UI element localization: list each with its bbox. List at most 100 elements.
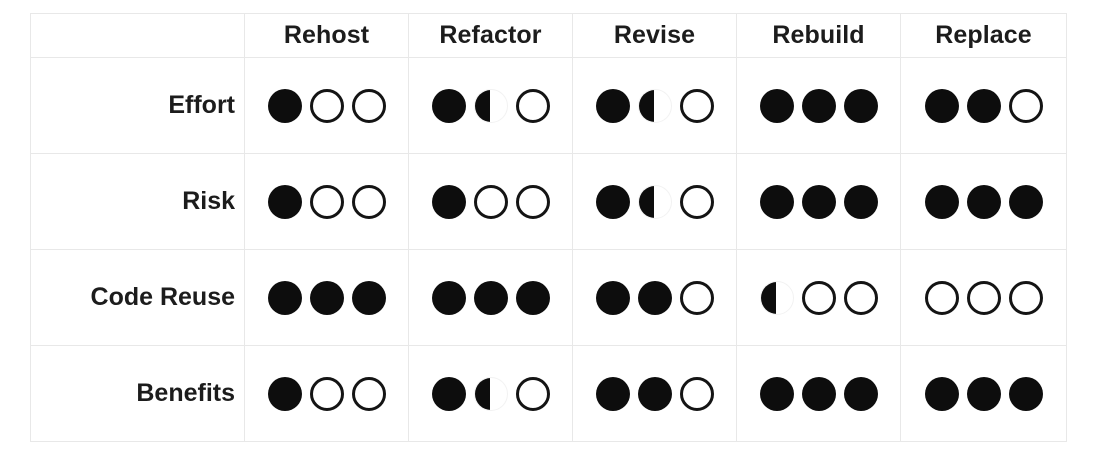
empty-circle-icon — [473, 184, 508, 219]
full-circle-icon — [595, 376, 630, 411]
column-header-refactor: Refactor — [408, 13, 573, 58]
full-circle-icon — [267, 184, 302, 219]
full-circle-icon — [966, 376, 1001, 411]
rating-group — [573, 346, 736, 441]
table-corner-cell — [30, 13, 245, 58]
full-circle-icon — [801, 184, 836, 219]
empty-circle-icon — [309, 376, 344, 411]
full-circle-icon — [267, 88, 302, 123]
column-header-replace: Replace — [900, 13, 1067, 58]
half-circle-icon — [637, 88, 672, 123]
rating-group — [901, 58, 1066, 153]
empty-circle-icon — [966, 280, 1001, 315]
full-circle-icon — [759, 376, 794, 411]
rating-group — [409, 58, 572, 153]
rating-group — [409, 154, 572, 249]
full-circle-icon — [267, 376, 302, 411]
empty-circle-icon — [351, 88, 386, 123]
cell-effort-rebuild — [736, 57, 901, 154]
full-circle-icon — [843, 88, 878, 123]
migration-strategy-table: Rehost Refactor Revise Rebuild Replace E… — [30, 13, 1067, 442]
table-row: Benefits — [30, 345, 1067, 442]
full-circle-icon — [431, 280, 466, 315]
row-label-effort: Effort — [30, 57, 245, 154]
half-circle-icon — [473, 376, 508, 411]
full-circle-icon — [1008, 376, 1043, 411]
table-header-row: Rehost Refactor Revise Rebuild Replace — [30, 13, 1067, 58]
rating-group — [573, 154, 736, 249]
cell-effort-replace — [900, 57, 1067, 154]
full-circle-icon — [1008, 184, 1043, 219]
full-circle-icon — [759, 184, 794, 219]
cell-risk-rebuild — [736, 153, 901, 250]
empty-circle-icon — [843, 280, 878, 315]
rating-group — [737, 346, 900, 441]
full-circle-icon — [595, 184, 630, 219]
rating-group — [245, 346, 408, 441]
cell-risk-refactor — [408, 153, 573, 250]
rating-group — [737, 154, 900, 249]
rating-group — [409, 250, 572, 345]
full-circle-icon — [515, 280, 550, 315]
full-circle-icon — [637, 280, 672, 315]
rating-group — [901, 346, 1066, 441]
full-circle-icon — [924, 88, 959, 123]
half-circle-icon — [473, 88, 508, 123]
table-row: Code Reuse — [30, 249, 1067, 346]
full-circle-icon — [431, 376, 466, 411]
full-circle-icon — [966, 184, 1001, 219]
empty-circle-icon — [801, 280, 836, 315]
cell-benefits-replace — [900, 345, 1067, 442]
full-circle-icon — [595, 88, 630, 123]
table-header: Rehost Refactor Revise Rebuild Replace — [30, 13, 1067, 58]
cell-effort-revise — [572, 57, 737, 154]
rating-group — [901, 250, 1066, 345]
row-label-benefits: Benefits — [30, 345, 245, 442]
cell-benefits-rebuild — [736, 345, 901, 442]
empty-circle-icon — [1008, 280, 1043, 315]
full-circle-icon — [843, 184, 878, 219]
half-circle-icon — [759, 280, 794, 315]
full-circle-icon — [759, 88, 794, 123]
empty-circle-icon — [515, 184, 550, 219]
empty-circle-icon — [351, 376, 386, 411]
table-row: Risk — [30, 153, 1067, 250]
row-label-code-reuse: Code Reuse — [30, 249, 245, 346]
table-row: Effort — [30, 57, 1067, 154]
full-circle-icon — [966, 88, 1001, 123]
rating-group — [573, 58, 736, 153]
cell-benefits-refactor — [408, 345, 573, 442]
cell-code-reuse-rebuild — [736, 249, 901, 346]
full-circle-icon — [267, 280, 302, 315]
empty-circle-icon — [1008, 88, 1043, 123]
empty-circle-icon — [351, 184, 386, 219]
rating-group — [245, 154, 408, 249]
rating-group — [409, 346, 572, 441]
empty-circle-icon — [309, 184, 344, 219]
empty-circle-icon — [515, 88, 550, 123]
cell-code-reuse-replace — [900, 249, 1067, 346]
comparison-matrix: Rehost Refactor Revise Rebuild Replace E… — [30, 13, 1067, 442]
rating-group — [737, 250, 900, 345]
full-circle-icon — [637, 376, 672, 411]
full-circle-icon — [351, 280, 386, 315]
cell-risk-rehost — [244, 153, 409, 250]
empty-circle-icon — [679, 376, 714, 411]
full-circle-icon — [473, 280, 508, 315]
rating-group — [737, 58, 900, 153]
rating-group — [245, 250, 408, 345]
empty-circle-icon — [679, 88, 714, 123]
half-circle-icon — [637, 184, 672, 219]
empty-circle-icon — [679, 184, 714, 219]
empty-circle-icon — [679, 280, 714, 315]
cell-code-reuse-revise — [572, 249, 737, 346]
empty-circle-icon — [924, 280, 959, 315]
cell-effort-refactor — [408, 57, 573, 154]
full-circle-icon — [924, 376, 959, 411]
full-circle-icon — [924, 184, 959, 219]
cell-code-reuse-refactor — [408, 249, 573, 346]
full-circle-icon — [801, 376, 836, 411]
column-header-revise: Revise — [572, 13, 737, 58]
empty-circle-icon — [309, 88, 344, 123]
